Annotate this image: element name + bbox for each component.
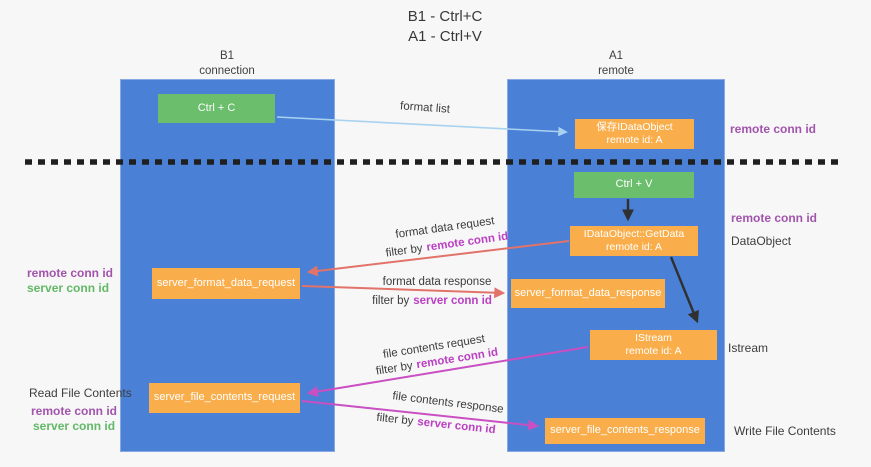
lane-a1-name: A1 bbox=[608, 50, 624, 62]
getdata-line2: remote id: A bbox=[605, 241, 663, 253]
saved-dataobject-line1: 保存IDataObject bbox=[596, 120, 673, 133]
server-file-contents-response-label: server_file_contents_response bbox=[550, 424, 700, 437]
title-line-1: B1 - Ctrl+C bbox=[407, 8, 483, 25]
saved-dataobject-line2: remote id: A bbox=[606, 134, 663, 146]
filter-by-text: filter by bbox=[385, 242, 424, 260]
node-ctrl-v: Ctrl + V bbox=[574, 172, 694, 198]
istream-side-label: Istream bbox=[728, 341, 769, 355]
node-idataobject-getdata: IDataObject::GetData remote id: A bbox=[570, 226, 698, 256]
read-file-contents-label: Read File Contents bbox=[29, 386, 132, 400]
filter-by-text: filter by bbox=[375, 411, 414, 428]
node-ctrl-c: Ctrl + C bbox=[158, 94, 275, 123]
left-remote-conn-id-label-1: remote conn id bbox=[27, 266, 114, 280]
filter-by-text: filter by bbox=[372, 295, 410, 307]
ctrl-v-label: Ctrl + V bbox=[615, 178, 653, 191]
diagram-title: B1 - Ctrl+C A1 - Ctrl+V bbox=[408, 7, 483, 46]
format-data-response-label: format data response bbox=[382, 276, 492, 288]
node-server-file-contents-request: server_file_contents_request bbox=[149, 383, 300, 413]
node-saved-dataobject: 保存IDataObject remote id: A bbox=[575, 119, 694, 149]
node-server-file-contents-response: server_file_contents_response bbox=[545, 418, 705, 444]
getdata-line1: IDataObject::GetData bbox=[583, 227, 685, 240]
left-remote-conn-id-label-2: remote conn id bbox=[31, 404, 118, 418]
server-conn-id-text: server conn id bbox=[413, 295, 492, 307]
lane-a1-role: remote bbox=[598, 64, 634, 77]
filter-by-text: filter by bbox=[375, 359, 414, 378]
lane-header-a1: A1 remote bbox=[598, 49, 634, 79]
left-server-conn-id-label-2: server conn id bbox=[33, 419, 116, 433]
right-remote-conn-id-label-2: remote conn id bbox=[731, 211, 818, 225]
istream-line2: remote id: A bbox=[625, 345, 682, 357]
ctrl-c-label: Ctrl + C bbox=[197, 101, 236, 114]
lane-b1-name: B1 bbox=[219, 50, 235, 62]
node-server-format-data-response: server_format_data_response bbox=[511, 279, 665, 308]
dataobject-label: DataObject bbox=[731, 234, 792, 248]
lane-header-b1: B1 connection bbox=[199, 49, 255, 79]
file-contents-response-label: file contents response bbox=[391, 390, 505, 416]
server-conn-id-text: server conn id bbox=[416, 416, 497, 437]
node-server-format-data-request: server_format_data_request bbox=[152, 268, 300, 299]
write-file-contents-label: Write File Contents bbox=[734, 424, 836, 438]
title-line-2: A1 - Ctrl+V bbox=[408, 27, 482, 45]
server-file-contents-request-label: server_file_contents_request bbox=[153, 391, 296, 404]
istream-line1: IStream bbox=[635, 331, 672, 344]
left-server-conn-id-label-1: server conn id bbox=[27, 281, 110, 295]
format-list-label: format list bbox=[399, 100, 451, 116]
server-format-data-request-label: server_format_data_request bbox=[156, 276, 296, 289]
server-format-data-response-label: server_format_data_response bbox=[514, 286, 662, 299]
lane-b1-role: connection bbox=[199, 64, 255, 77]
node-istream: IStream remote id: A bbox=[590, 330, 717, 360]
right-remote-conn-id-label-1: remote conn id bbox=[730, 122, 817, 136]
